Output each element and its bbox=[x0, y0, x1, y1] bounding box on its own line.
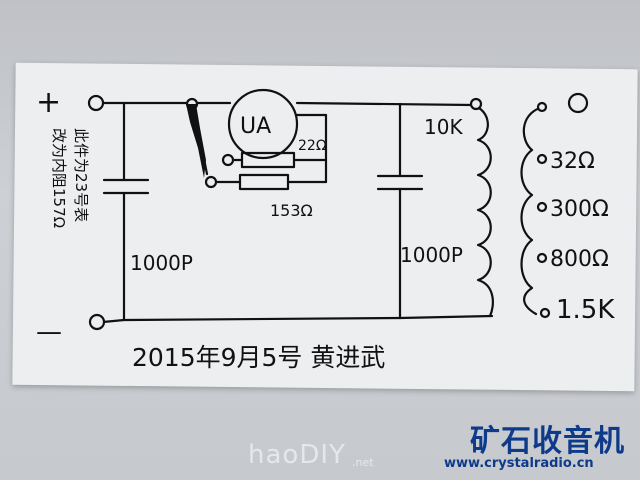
top-wire-right bbox=[295, 101, 474, 107]
meter-label: UA bbox=[240, 114, 271, 139]
tap-terminal-800 bbox=[536, 252, 548, 264]
tap-label-300: 300Ω bbox=[550, 197, 609, 222]
r153-label: 153Ω bbox=[270, 201, 313, 220]
minus-label: — bbox=[36, 317, 62, 347]
resistor-153 bbox=[238, 173, 290, 191]
r22-label: 22Ω bbox=[298, 138, 327, 154]
plus-terminal bbox=[87, 94, 105, 112]
bottom-wire-left bbox=[101, 318, 126, 324]
coil-label: 10K bbox=[424, 115, 463, 139]
watermark-haodiy: haoDIY bbox=[248, 440, 346, 470]
c2-label: 1000P bbox=[400, 243, 463, 267]
tap-label-1-5k: 1.5K bbox=[556, 295, 615, 325]
side-note-line1: 此件为23号表 bbox=[72, 128, 90, 222]
tap-terminal-32 bbox=[536, 153, 548, 165]
watermark-haodiy-net: .net bbox=[352, 456, 374, 469]
bottom-wire-right bbox=[398, 314, 494, 320]
minus-terminal bbox=[88, 313, 106, 331]
tap-terminal-top-small bbox=[536, 101, 548, 113]
inductor-coil bbox=[470, 103, 494, 318]
plus-label: + bbox=[36, 85, 61, 120]
tap-terminal-1-5k bbox=[539, 307, 551, 319]
transformer-winding bbox=[520, 106, 542, 316]
switch-contact-153 bbox=[204, 175, 218, 189]
bottom-wire bbox=[122, 316, 402, 322]
tap-label-32: 32Ω bbox=[550, 149, 595, 174]
meter-symbol bbox=[227, 88, 299, 160]
footer-date-signature: 2015年9月5号 黄进武 bbox=[132, 343, 385, 372]
output-terminal-top bbox=[567, 92, 589, 114]
switch-contact-22 bbox=[221, 153, 235, 167]
side-note-line2: 改为内阻157Ω bbox=[50, 128, 68, 228]
coil-top-terminal bbox=[469, 97, 483, 111]
tap-terminal-300 bbox=[536, 201, 548, 213]
c1-label: 1000P bbox=[130, 251, 193, 275]
switch-pointer-mark bbox=[186, 104, 206, 178]
tap-label-800: 800Ω bbox=[550, 247, 609, 272]
watermark-site-url: www.crystalradio.cn bbox=[444, 456, 594, 471]
watermark-site-chinese: 矿石收音机 bbox=[470, 424, 625, 459]
